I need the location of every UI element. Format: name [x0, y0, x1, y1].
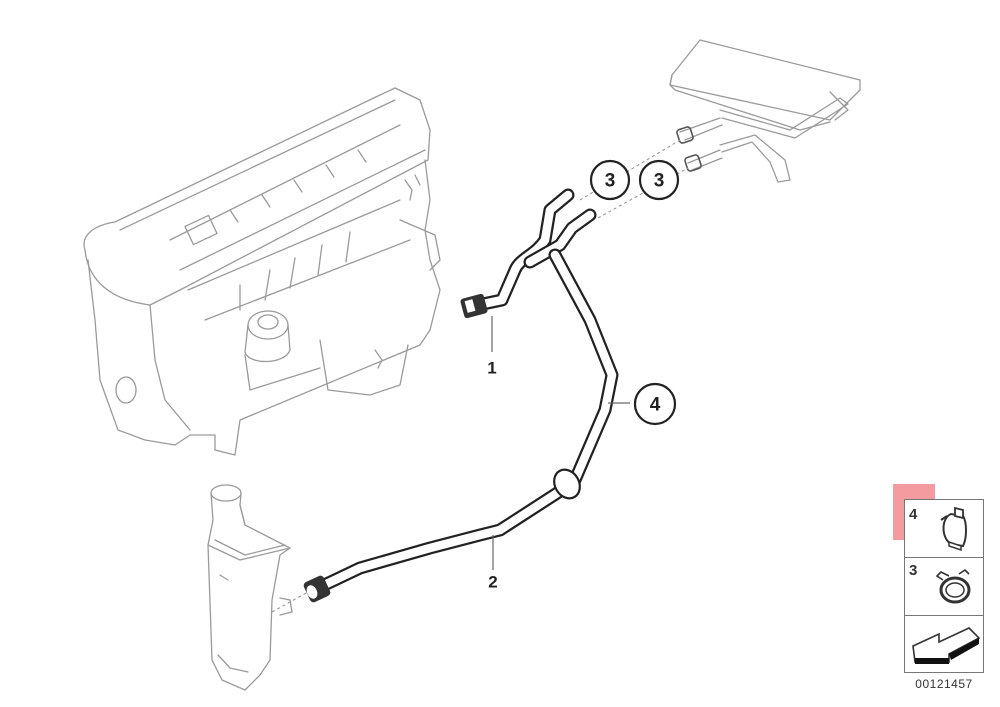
- callout-3b[interactable]: 3: [638, 159, 680, 201]
- diagram-part-id: 00121457: [915, 677, 973, 691]
- legend-number: 4: [909, 506, 918, 523]
- legend-number: 3: [909, 562, 918, 579]
- heater-core-illustration: [669, 39, 861, 183]
- leader-lines: [491, 316, 630, 570]
- hose-clamp-spring-icon: [940, 506, 967, 552]
- engine-block-illustration: [83, 87, 441, 456]
- expansion-tank-illustration: [207, 484, 293, 691]
- svg-text:2: 2: [488, 573, 497, 592]
- arrow-direction-icon: [912, 627, 981, 664]
- callout-2[interactable]: 2: [488, 573, 497, 592]
- svg-text:3: 3: [654, 171, 665, 192]
- hose-1: [460, 188, 597, 319]
- hose-4: [548, 248, 619, 487]
- callout-4[interactable]: 4: [633, 382, 677, 426]
- svg-text:4: 4: [650, 395, 661, 416]
- hose-2: [303, 468, 581, 603]
- svg-text:3: 3: [605, 171, 616, 192]
- legend-row-3[interactable]: 3: [905, 558, 983, 616]
- callout-1[interactable]: 1: [487, 359, 496, 378]
- parts-legend: 4 3: [904, 499, 984, 673]
- legend-row-arrow[interactable]: [905, 616, 983, 672]
- hose-clamp-worm-icon: [935, 568, 971, 604]
- legend-row-4[interactable]: 4: [905, 500, 983, 558]
- callout-3a[interactable]: 3: [589, 159, 631, 201]
- svg-text:1: 1: [487, 359, 496, 378]
